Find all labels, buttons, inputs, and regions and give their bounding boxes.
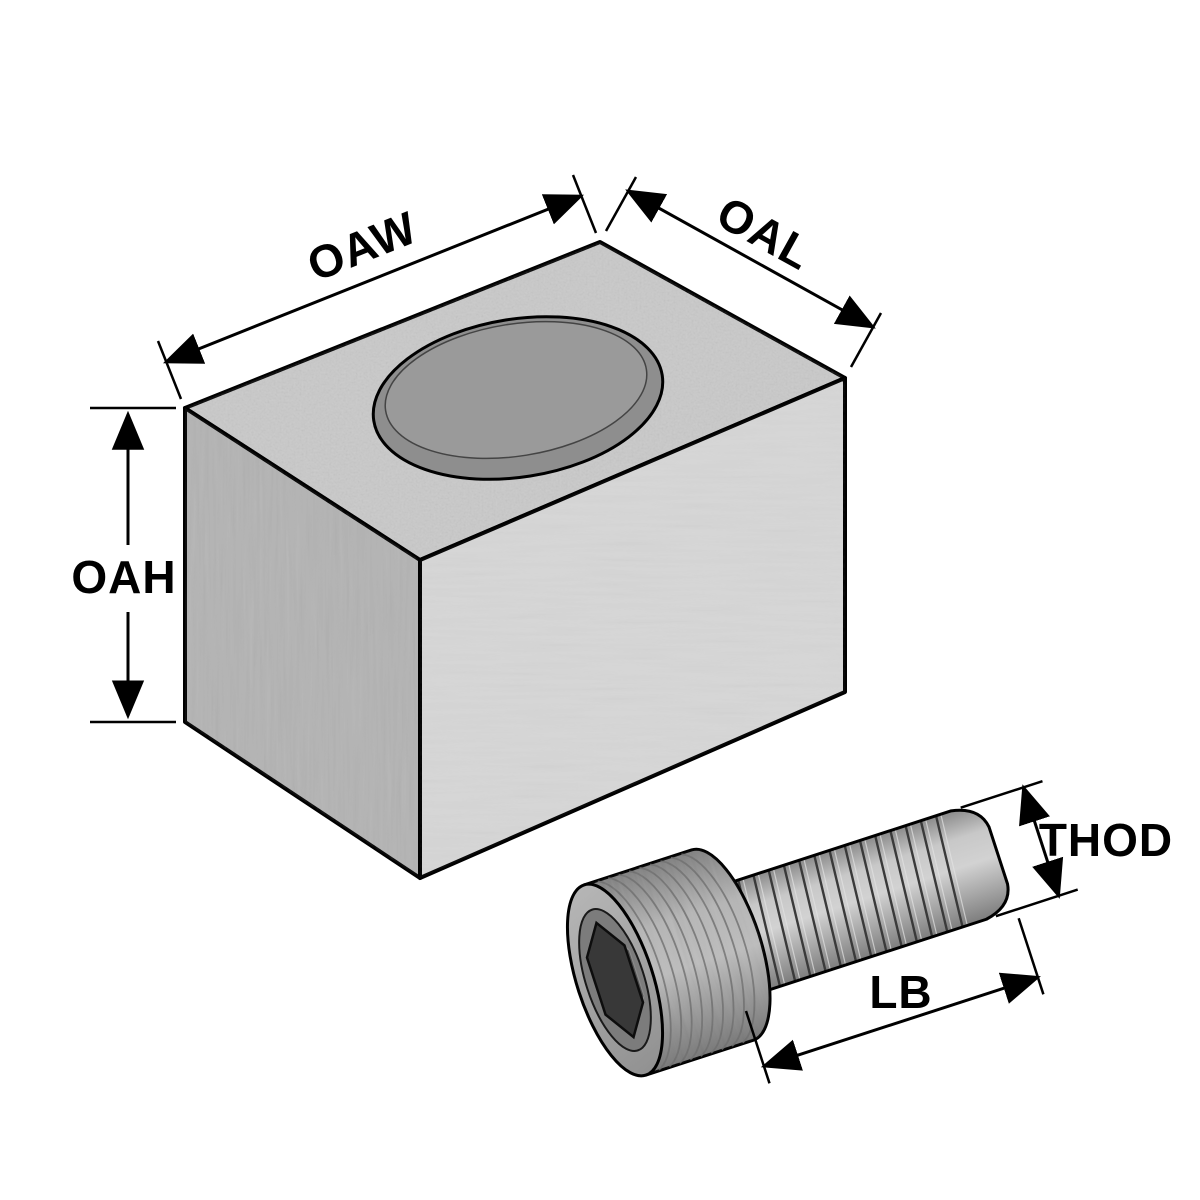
lb-label: LB	[869, 966, 932, 1018]
socket-head-cap-screw	[565, 779, 1079, 1084]
block-left-texture	[185, 408, 420, 878]
thod-label: THOD	[1039, 814, 1173, 866]
oal-dimension-line	[625, 189, 876, 329]
oaw-dimension-line	[162, 194, 585, 364]
lb-extension-line-left	[744, 1010, 771, 1084]
oal-extension-line-left	[604, 176, 638, 232]
hex-socket	[585, 920, 645, 1040]
oah-label: OAH	[71, 551, 176, 603]
clamp-block	[183, 240, 847, 880]
thod-dimension-lines	[960, 779, 1079, 918]
oah-dimension: OAH	[71, 406, 176, 724]
thod-extension-line-bottom	[995, 888, 1079, 918]
oal-extension-line-right	[849, 312, 883, 368]
block-right-texture	[420, 378, 845, 878]
thod-dimension-line	[1019, 784, 1064, 899]
lb-dimension-line	[760, 972, 1041, 1071]
oaw-label: OAW	[300, 201, 424, 291]
lb-dimension-lines	[744, 917, 1045, 1084]
screw-shaft-outline	[705, 808, 1010, 1001]
screw-shaft	[706, 810, 1009, 999]
oaw-extension-line-left	[156, 340, 183, 400]
oaw-extension-line-right	[571, 174, 598, 234]
